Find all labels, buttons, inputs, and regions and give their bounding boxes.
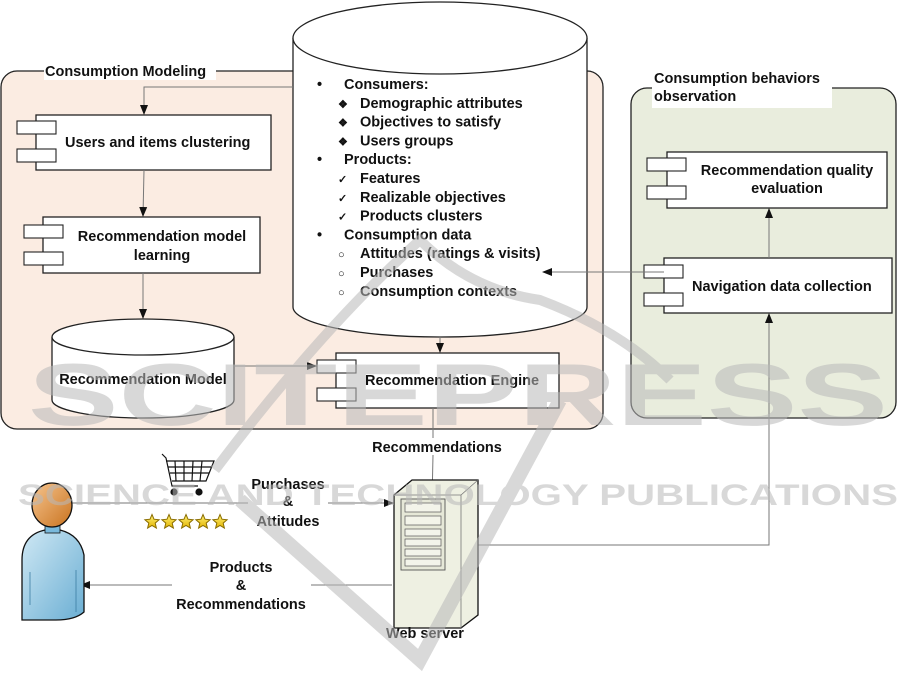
navigation-collection-component[interactable]: Navigation data collection	[643, 257, 893, 314]
component-port-icon	[23, 224, 64, 239]
list-item-marker: ○	[338, 287, 345, 299]
products-label: Products	[210, 560, 273, 576]
star-icon	[194, 513, 212, 530]
shopping-cart-icon	[161, 453, 215, 496]
component-port-icon	[646, 157, 687, 172]
component-port-icon	[23, 251, 64, 266]
star-rating-icon	[143, 513, 229, 530]
db-to-clustering-arrow	[140, 86, 293, 115]
quality-evaluation-label-line2: evaluation	[751, 181, 823, 197]
connectors	[70, 86, 773, 589]
list-item-marker: ❖	[338, 118, 348, 130]
list-item: Features	[360, 171, 420, 187]
list-section-title: Consumers:	[344, 77, 429, 93]
list-item-marker: ○	[338, 249, 345, 261]
list-item: Consumption contexts	[360, 284, 517, 300]
model-learning-label-line2: learning	[134, 248, 190, 264]
observation-panel-title-line1: Consumption behaviors	[654, 71, 820, 87]
purchases-label: Purchases	[251, 477, 324, 493]
recommendation-model-label: Recommendation Model	[59, 372, 227, 388]
list-item-marker: ✓	[338, 212, 347, 224]
list-item-marker: ✓	[338, 193, 347, 205]
watermark-v	[235, 396, 567, 672]
products-amp-label: &	[236, 578, 247, 594]
watermark: SCITEPRESS SCIENCE AND TECHNOLOGY PUBLIC…	[18, 233, 898, 672]
star-icon	[143, 513, 161, 530]
list-item: Products clusters	[360, 209, 483, 225]
observation-panel-title-bg	[652, 68, 832, 108]
quality-evaluation-component[interactable]: Recommendation quality evaluation	[646, 151, 888, 209]
server-to-navigation-arrow	[478, 313, 773, 546]
list-section-title: Consumption data	[344, 227, 472, 243]
star-icon	[211, 513, 229, 530]
observation-panel-title-line2: observation	[654, 89, 736, 105]
list-item: Objectives to satisfy	[360, 115, 501, 131]
recommendations-flow-label: Recommendations	[372, 440, 502, 456]
users-items-clustering-component[interactable]: Users and items clustering	[16, 114, 272, 171]
users-items-clustering-label: Users and items clustering	[65, 135, 250, 151]
model-learning-component[interactable]: Recommendation model learning	[23, 216, 261, 274]
consumption-database: • Consumers: ❖ Demographic attributes ❖ Objec…	[292, 1, 588, 338]
list-bullet: •	[317, 77, 322, 93]
list-item-marker: ✓	[338, 174, 347, 186]
star-icon	[177, 513, 195, 530]
watermark-subtitle: SCIENCE AND TECHNOLOGY PUBLICATIONS	[18, 479, 898, 512]
list-section-title: Products:	[344, 152, 412, 168]
component-port-icon	[16, 148, 57, 163]
purchases-amp-label: &	[283, 494, 294, 510]
component-port-icon	[316, 387, 357, 402]
recommendation-engine-component[interactable]: Recommendation Engine	[316, 352, 560, 409]
database-top	[292, 1, 588, 75]
component-port-icon	[316, 359, 357, 374]
list-item: Realizable objectives	[360, 190, 506, 206]
recommendation-engine-label: Recommendation Engine	[365, 373, 539, 389]
modeling-panel-title: Consumption Modeling	[45, 64, 206, 80]
list-bullet: •	[317, 152, 322, 168]
clustering-to-learning-arrow	[139, 169, 148, 217]
user-icon	[21, 482, 85, 621]
component-port-icon	[16, 120, 57, 135]
component-port-icon	[646, 185, 687, 200]
list-item-marker: ❖	[338, 99, 348, 111]
list-item: Demographic attributes	[360, 96, 523, 112]
star-icon	[160, 513, 178, 530]
modeling-panel-title-bg	[44, 62, 216, 80]
watermark-swoosh	[211, 233, 674, 474]
database-top	[51, 318, 235, 356]
list-item-marker: ❖	[338, 136, 348, 148]
recommendation-model-database[interactable]: Recommendation Model	[51, 318, 235, 419]
list-item: Users groups	[360, 133, 453, 149]
list-item-marker: ○	[338, 268, 345, 280]
quality-evaluation-label-line1: Recommendation quality	[701, 163, 873, 179]
component-port-icon	[643, 292, 684, 307]
navigation-collection-label: Navigation data collection	[692, 279, 872, 295]
list-bullet: •	[317, 227, 322, 243]
products-recommendations-label: Recommendations	[176, 597, 306, 613]
watermark-title: SCITEPRESS	[28, 345, 888, 444]
model-learning-label-line1: Recommendation model	[78, 229, 246, 245]
